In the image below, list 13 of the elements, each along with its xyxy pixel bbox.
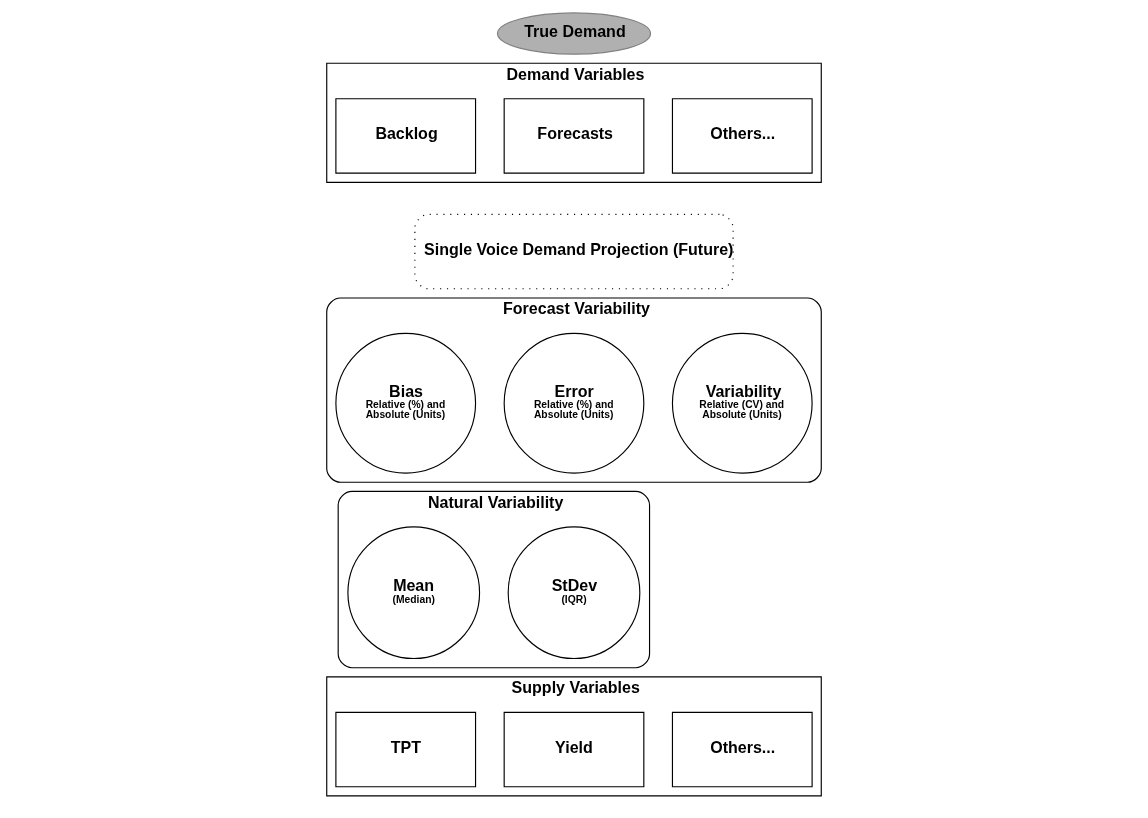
node-box: Backlog [335,98,477,174]
node-circle: Bias Relative (%) and Absolute (Units) [335,332,477,474]
node-box: Forecasts [503,98,645,174]
node-box: TPT [335,711,477,788]
node-circle: Error Relative (%) and Absolute (Units) [503,332,645,474]
node-circle: Mean (Median) [347,526,481,660]
node-circle: StDev (IQR) [507,526,641,660]
node-box: Others... [671,711,813,788]
node-box: Others... [671,98,813,174]
node-circle: Variability Relative (CV) and Absolute (Units) [671,332,813,474]
node-box: Yield [503,711,645,788]
node-ellipse: True Demand [496,12,652,55]
node-box: Single Voice Demand Projection (Future) [414,213,734,290]
